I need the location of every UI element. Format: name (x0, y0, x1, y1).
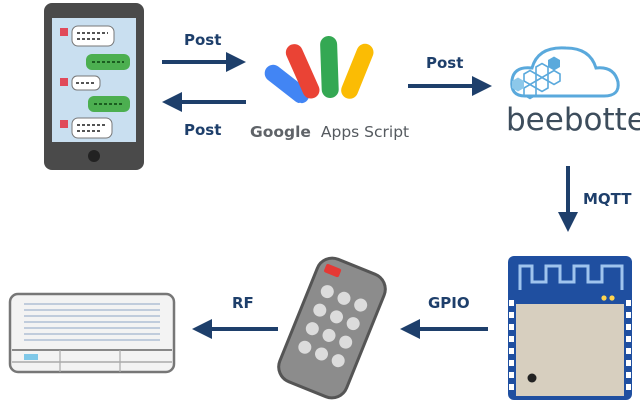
label-rf: RF (232, 294, 254, 312)
google-apps-script-logo: Google Apps Script (250, 36, 409, 141)
label-post-1: Post (184, 31, 221, 49)
svg-text:Google Apps Script: Google Apps Script (250, 123, 409, 141)
label-mqtt: MQTT (583, 190, 632, 208)
gas-apps-script-text: Apps Script (321, 123, 409, 141)
gas-google-text: Google (250, 123, 311, 141)
label-post-3: Post (426, 54, 463, 72)
air-conditioner-icon (8, 292, 176, 374)
beebotte-text: beebotte (506, 102, 640, 138)
remote-control-icon (277, 256, 387, 400)
beebotte-cloud-logo: beebotte (506, 46, 640, 138)
esp-module-chip-icon (508, 256, 632, 400)
label-post-2: Post (184, 121, 221, 139)
label-gpio: GPIO (428, 294, 470, 312)
smartphone-chat-icon (44, 3, 144, 170)
